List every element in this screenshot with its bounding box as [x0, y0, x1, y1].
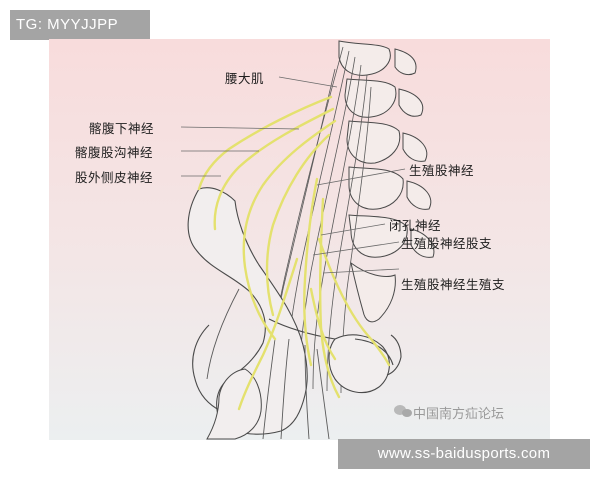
label-genitofemoral-nerve: 生殖股神经	[409, 163, 475, 178]
nerves	[197, 95, 391, 411]
watermark-text: 中国南方疝论坛	[413, 407, 505, 422]
label-lateral-femoral-cutaneous-nerve: 股外侧皮神经	[75, 170, 154, 185]
bottom-tag: www.ss-baidusports.com	[338, 439, 590, 469]
label-genitofemoral-genital-branch: 生殖股神经生殖支	[401, 277, 506, 292]
anatomy-illustration	[49, 39, 550, 440]
pelvis	[187, 187, 394, 435]
lumbar-spine	[338, 40, 435, 258]
label-iliohypogastric-nerve: 髂腹下神经	[89, 121, 155, 136]
pubic-symphysis	[386, 334, 402, 376]
label-genitofemoral-femoral-branch: 生殖股神经股支	[401, 236, 493, 251]
label-ilioinguinal-nerve: 髂腹股沟神经	[75, 145, 154, 160]
top-tag: TG: MYYJJPP	[10, 10, 150, 40]
wechat-icon	[394, 405, 412, 417]
label-obturator-nerve: 闭孔神经	[389, 218, 442, 233]
sacrum	[350, 261, 396, 323]
label-psoas-major: 腰大肌	[225, 71, 265, 86]
anatomy-figure: 腰大肌 髂腹下神经 髂腹股沟神经 股外侧皮神经 生殖股神经 闭孔神经 生殖股神经…	[49, 39, 550, 440]
leader-lines	[180, 76, 406, 274]
lower-limb-lines	[206, 288, 330, 440]
